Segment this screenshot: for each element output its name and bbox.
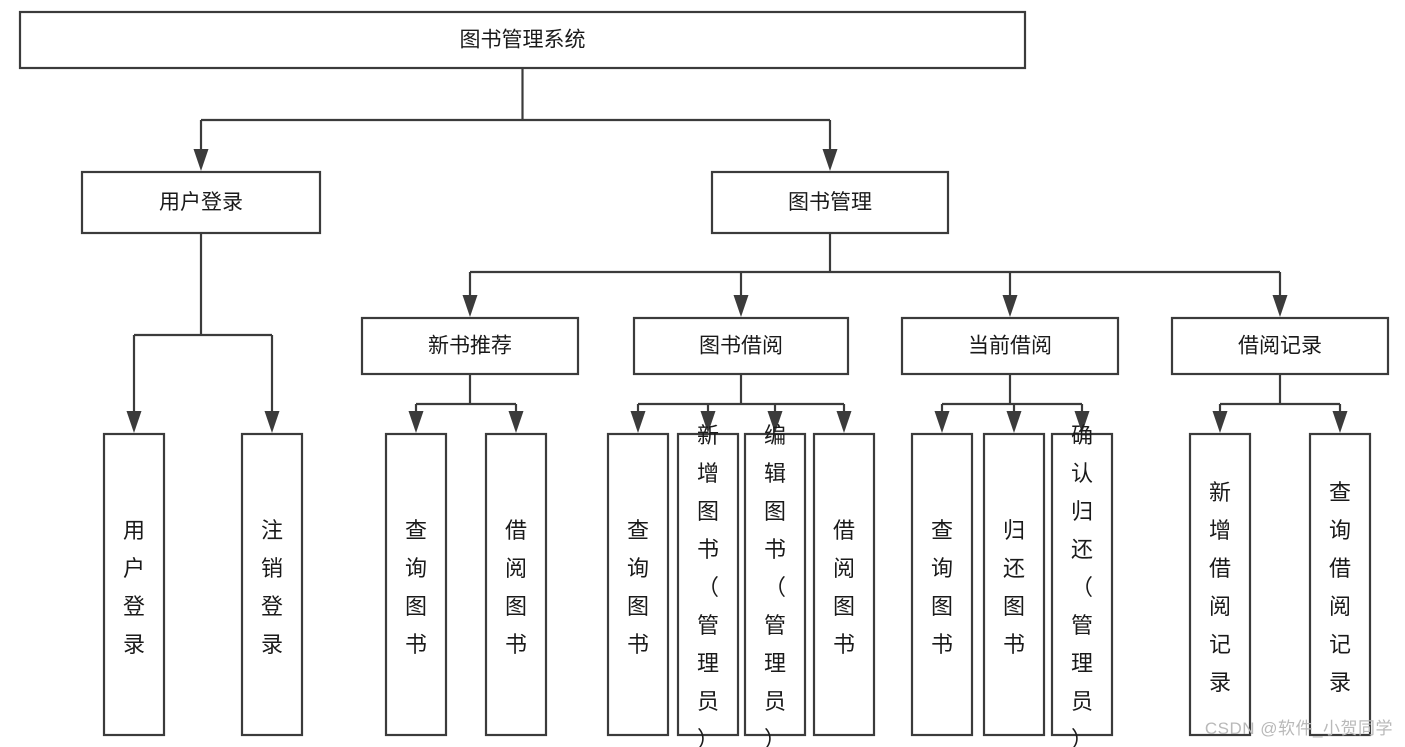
node-box[interactable] xyxy=(676,432,740,737)
node-leaf-borrow-4[interactable]: 借阅图书 xyxy=(812,432,876,737)
node-leaf-records-1[interactable]: 新增借阅记录 xyxy=(1188,432,1252,737)
arrow-head-icon xyxy=(1074,411,1090,433)
node-box[interactable] xyxy=(1188,432,1252,737)
node-label: 注销登录 xyxy=(261,518,283,657)
node-box[interactable] xyxy=(910,432,974,737)
node-box[interactable] xyxy=(18,10,1027,70)
node-newbook[interactable]: 新书推荐 xyxy=(360,316,580,376)
node-root[interactable]: 图书管理系统 xyxy=(18,10,1027,70)
arrow-head-icon xyxy=(767,411,783,433)
node-leaf-records-2[interactable]: 查询借阅记录 xyxy=(1308,432,1372,737)
node-label: 查询借阅记录 xyxy=(1329,480,1351,695)
node-leaf-current-3[interactable]: 确认归还（管理员） xyxy=(1050,423,1114,747)
arrow-head-icon xyxy=(700,411,716,433)
node-leaf-login-1[interactable]: 用户登录 xyxy=(102,432,166,737)
node-records[interactable]: 借阅记录 xyxy=(1170,316,1390,376)
node-label: 编辑图书（管理员） xyxy=(764,423,786,747)
node-label: 当前借阅 xyxy=(968,335,1052,358)
node-box[interactable] xyxy=(240,432,304,737)
arrow-head-icon xyxy=(934,411,950,433)
connector-layer xyxy=(126,68,1348,433)
node-label: 查询图书 xyxy=(627,518,649,657)
node-label: 借阅图书 xyxy=(505,518,527,657)
node-box[interactable] xyxy=(812,432,876,737)
arrow-head-icon xyxy=(630,411,646,433)
arrow-head-icon xyxy=(462,295,478,317)
node-leaf-borrow-3[interactable]: 编辑图书（管理员） xyxy=(743,423,807,747)
node-label: 借阅图书 xyxy=(833,518,855,657)
node-label: 图书管理 xyxy=(788,191,872,214)
arrow-head-icon xyxy=(836,411,852,433)
node-box[interactable] xyxy=(900,316,1120,376)
node-label: 归还图书 xyxy=(1003,518,1025,657)
node-box[interactable] xyxy=(982,432,1046,737)
node-label: 确认归还（管理员） xyxy=(1071,423,1093,747)
node-label: 图书借阅 xyxy=(699,335,783,358)
node-box[interactable] xyxy=(80,170,322,235)
node-box[interactable] xyxy=(710,170,950,235)
node-box[interactable] xyxy=(484,432,548,737)
arrow-head-icon xyxy=(508,411,524,433)
node-leaf-new-2[interactable]: 借阅图书 xyxy=(484,432,548,737)
arrow-head-icon xyxy=(1212,411,1228,433)
arrow-head-icon xyxy=(1002,295,1018,317)
arrow-head-icon xyxy=(1332,411,1348,433)
node-label: 用户登录 xyxy=(159,191,243,214)
node-leaf-borrow-2[interactable]: 新增图书（管理员） xyxy=(676,423,740,747)
node-box[interactable] xyxy=(384,432,448,737)
node-login[interactable]: 用户登录 xyxy=(80,170,322,235)
node-label: 图书管理系统 xyxy=(460,29,586,52)
node-label: 查询图书 xyxy=(931,518,953,657)
node-layer: 图书管理系统用户登录图书管理新书推荐图书借阅当前借阅借阅记录用户登录注销登录查询… xyxy=(18,10,1390,747)
node-box[interactable] xyxy=(743,432,807,737)
arrow-head-icon xyxy=(1006,411,1022,433)
node-label: 新增图书（管理员） xyxy=(697,423,719,747)
arrow-head-icon xyxy=(408,411,424,433)
node-box[interactable] xyxy=(1308,432,1372,737)
node-box[interactable] xyxy=(606,432,670,737)
node-borrow[interactable]: 图书借阅 xyxy=(632,316,850,376)
node-leaf-current-1[interactable]: 查询图书 xyxy=(910,432,974,737)
node-current[interactable]: 当前借阅 xyxy=(900,316,1120,376)
arrow-head-icon xyxy=(733,295,749,317)
arrow-head-icon xyxy=(193,149,209,171)
node-box[interactable] xyxy=(1050,432,1114,737)
node-box[interactable] xyxy=(1170,316,1390,376)
arrow-head-icon xyxy=(1272,295,1288,317)
node-label: 借阅记录 xyxy=(1238,335,1322,358)
node-leaf-login-2[interactable]: 注销登录 xyxy=(240,432,304,737)
node-bookmgmt[interactable]: 图书管理 xyxy=(710,170,950,235)
node-leaf-borrow-1[interactable]: 查询图书 xyxy=(606,432,670,737)
arrow-head-icon xyxy=(264,411,280,433)
node-label: 查询图书 xyxy=(405,518,427,657)
node-box[interactable] xyxy=(360,316,580,376)
node-leaf-current-2[interactable]: 归还图书 xyxy=(982,432,1046,737)
node-label: 用户登录 xyxy=(123,518,145,657)
node-label: 新书推荐 xyxy=(428,335,512,358)
arrow-head-icon xyxy=(126,411,142,433)
node-box[interactable] xyxy=(102,432,166,737)
node-leaf-new-1[interactable]: 查询图书 xyxy=(384,432,448,737)
node-box[interactable] xyxy=(632,316,850,376)
arrow-head-icon xyxy=(822,149,838,171)
node-label: 新增借阅记录 xyxy=(1209,480,1231,695)
